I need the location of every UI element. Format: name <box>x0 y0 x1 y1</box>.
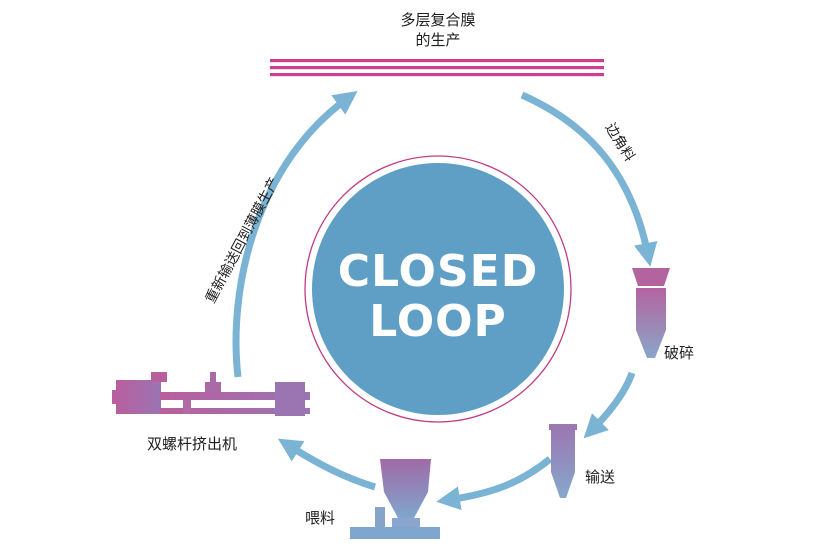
loop-circle <box>312 163 564 415</box>
outer-ring <box>304 155 572 423</box>
crusher-icon <box>632 268 670 358</box>
film-production-label: 多层复合膜 的生产 <box>400 11 476 50</box>
arrow-extruder-to-film <box>232 91 358 378</box>
feeding-label: 喂料 <box>305 509 336 527</box>
film-layers-icon <box>270 59 604 77</box>
cyclone-icon <box>549 424 577 498</box>
extruder-label: 双螺杆挤出机 <box>147 435 238 453</box>
arrow-feeder-to-extruder <box>277 438 377 491</box>
closed-loop-title-line1: CLOSED <box>337 246 539 297</box>
crushing-label: 破碎 <box>664 344 695 362</box>
hopper-feeder-icon <box>350 459 440 539</box>
arrow-film-to-crusher <box>520 91 658 267</box>
arrow-cyclone-to-feeder <box>436 456 553 511</box>
extruder-icon <box>112 372 310 416</box>
conveying-label: 输送 <box>585 468 616 486</box>
closed-loop-title-line2: LOOP <box>369 296 507 347</box>
arrow-crusher-to-cyclone <box>583 371 636 439</box>
